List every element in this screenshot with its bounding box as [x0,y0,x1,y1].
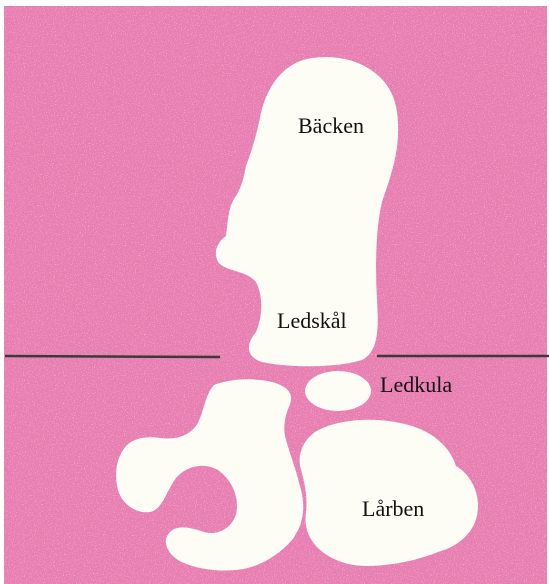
divider-line-left [5,356,220,357]
label-ball: Ledkula [380,372,452,397]
femoral-head [305,371,371,411]
label-socket: Ledskål [277,308,347,333]
label-femur: Lårben [362,496,424,521]
label-pelvis: Bäcken [298,113,364,138]
